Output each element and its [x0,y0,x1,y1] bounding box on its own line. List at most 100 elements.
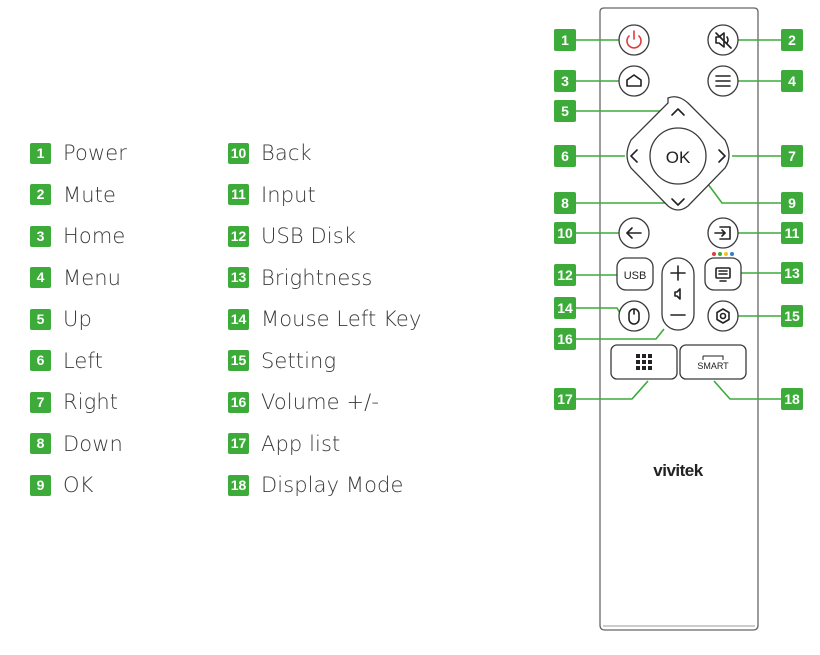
up-arrow-icon[interactable] [671,108,685,116]
power-button[interactable] [618,24,650,56]
mute-button[interactable] [707,24,739,56]
callout-badge: 6 [554,145,576,167]
callout-badge: 15 [781,305,803,327]
legend-number-badge: 18 [228,474,249,496]
callout-badge: 5 [554,100,576,122]
callout-badge: 2 [781,29,803,51]
legend-number-badge: 9 [30,474,51,496]
usb-disk-button[interactable]: USB [616,257,654,291]
legend-label: Setting [261,348,337,373]
legend-number-badge: 11 [228,184,249,205]
home-icon [626,74,642,87]
power-icon [626,30,642,49]
menu-icon [715,75,731,87]
callout-number: 10 [557,225,573,241]
callout-number: 8 [561,195,569,211]
mouse-left-key-button[interactable] [618,300,650,332]
menu-button[interactable] [707,65,739,97]
callout-badge: 10 [554,222,576,244]
dpad: OK [626,96,730,211]
input-icon [714,226,731,240]
legend-number-badge: 7 [30,391,51,413]
legend-label: Right [63,390,119,414]
legend-label: Display Mode [261,473,404,497]
legend-item: 7 Right [30,390,118,414]
back-button[interactable] [618,217,650,249]
usb-label: USB [624,270,647,282]
left-arrow-icon[interactable] [630,149,638,163]
smart-label: SMART [697,361,729,371]
legend-number-badge: 2 [30,184,51,205]
brand-logo: vivitek [653,461,703,480]
legend-label: Power [63,141,127,165]
callout-number: 12 [557,267,573,283]
callout-badge: 4 [781,70,803,92]
legend-label: Down [63,431,123,456]
callout-number: 18 [784,391,800,407]
legend-item: 11 Input [228,183,316,207]
callout-number: 11 [785,225,800,241]
callout-number: 3 [561,73,569,89]
callout-badge: 9 [781,192,803,214]
app-grid-icon [636,354,652,370]
down-arrow-icon[interactable] [671,198,685,206]
callout-badge: 3 [554,70,576,92]
legend-label: App list [261,431,341,456]
callout-badge: 18 [781,388,803,410]
legend-item: 3 Home [30,224,125,248]
callout-badge: 17 [554,388,576,410]
ok-button[interactable]: OK [649,127,707,185]
callout-number: 17 [557,391,573,407]
legend-item: 10 Back [228,141,312,165]
app-list-button[interactable] [610,344,678,380]
legend-label: Home [63,224,126,248]
legend-number-badge: 14 [228,308,249,330]
display-icon [703,355,724,360]
callout-badge: 16 [554,328,576,350]
callout-badge: 12 [554,264,576,286]
legend-item: 12 USB Disk [228,224,356,248]
legend-number-badge: 12 [228,225,249,247]
callout-badge: 11 [781,222,803,244]
callout-number: 1 [561,32,569,48]
legend-number-badge: 10 [228,142,249,164]
legend-number-badge: 3 [30,225,51,247]
home-button[interactable] [618,65,650,97]
leader-line [713,380,781,400]
legend-number-badge: 1 [30,142,51,164]
legend-label: Mouse Left Key [261,307,422,331]
volume-rocker[interactable] [661,257,695,331]
input-button[interactable] [707,217,739,249]
callout-number: 6 [561,148,569,164]
setting-button[interactable] [707,300,739,332]
callout-badge: 1 [554,29,576,51]
legend-number-badge: 16 [228,391,249,413]
callout-number: 15 [784,308,800,324]
leader-line [576,307,621,314]
callout-number: 16 [557,331,573,347]
legend-label: USB Disk [261,224,357,248]
legend-label: Brightness [261,265,373,290]
callout-number: 2 [788,32,796,48]
callout-number: 9 [788,195,796,211]
speaker-icon [674,288,681,300]
mouse-icon [628,308,640,325]
legend-number-badge: 6 [30,350,51,371]
volume-up-icon[interactable] [670,265,686,281]
legend-label: Input [261,182,316,207]
legend-label: Up [63,307,92,331]
right-arrow-icon[interactable] [718,149,726,163]
display-mode-button[interactable]: SMART [679,344,747,380]
legend-label: Back [261,141,312,165]
brightness-button[interactable] [704,257,742,291]
